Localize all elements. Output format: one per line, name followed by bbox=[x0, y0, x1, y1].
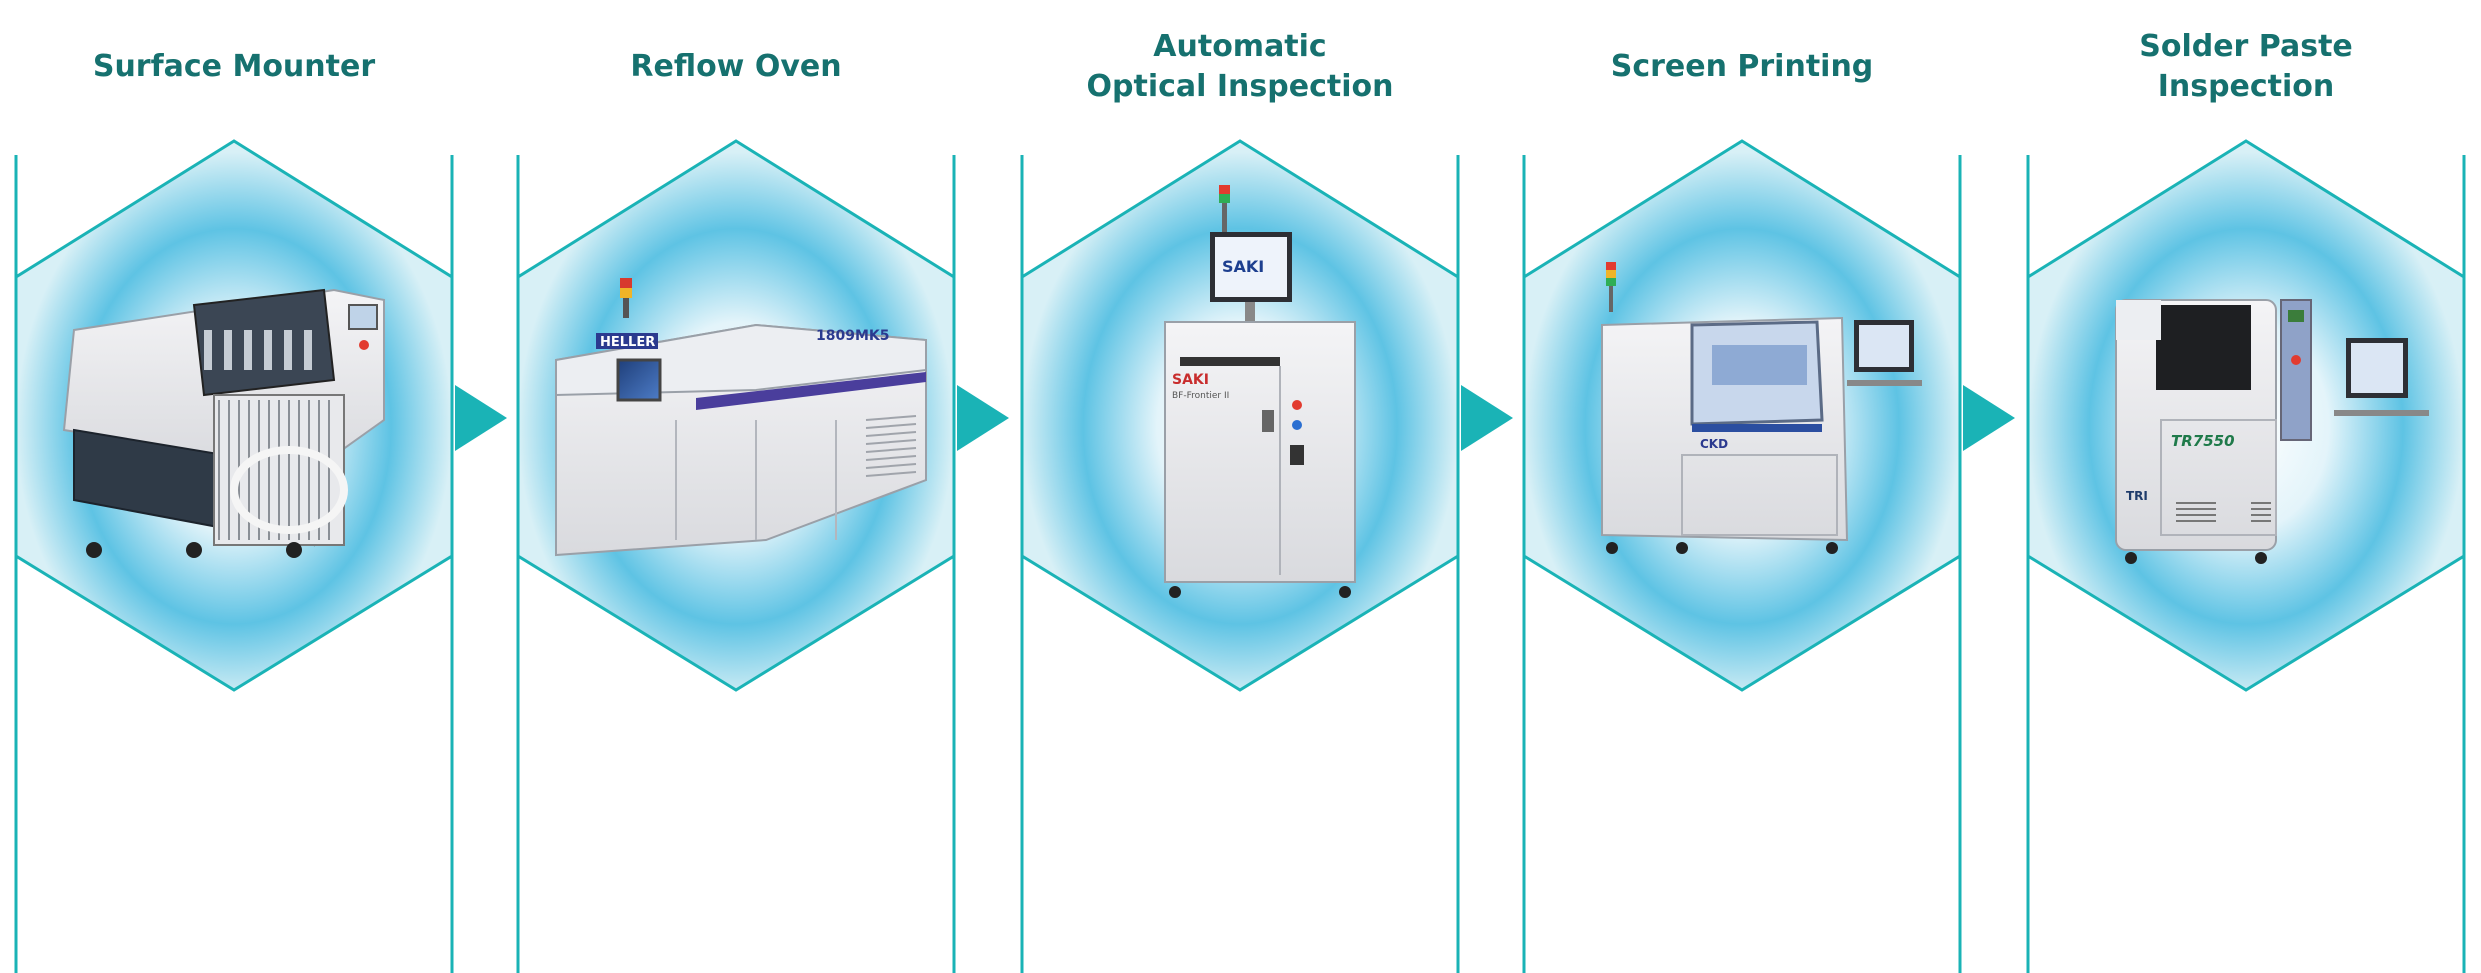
machine-brand-label: HELLER bbox=[600, 335, 655, 350]
step-title-line: Optical Inspection bbox=[1086, 69, 1394, 104]
machine-brand-label: SAKI bbox=[1172, 372, 1209, 388]
surface-mounter-machine-image bbox=[62, 288, 385, 558]
machine-brand-label: CKD bbox=[1700, 437, 1728, 451]
step-title-line: Surface Mounter bbox=[92, 49, 376, 84]
flow-arrow-icon bbox=[1461, 385, 1513, 451]
machine-brand-label: TR7550 bbox=[2171, 432, 2235, 450]
step-title: Screen Printing bbox=[1532, 47, 1952, 87]
machine-brand-label: 1809MK5 bbox=[816, 328, 890, 344]
flow-arrow-icon bbox=[957, 385, 1009, 451]
step-title-line: Reflow Oven bbox=[630, 49, 842, 84]
step-title-line: Automatic bbox=[1153, 29, 1327, 64]
step-title-line: Screen Printing bbox=[1610, 49, 1874, 84]
step-title: Reflow Oven bbox=[526, 47, 946, 87]
machine-brand-label: BF-Frontier II bbox=[1172, 391, 1229, 401]
aoi-machine-image: SAKI SAKI BF-Frontier II bbox=[1164, 185, 1356, 598]
machine-brand-label: SAKI bbox=[1222, 257, 1264, 276]
machine-brand-label: TRI bbox=[2126, 489, 2148, 503]
flow-arrow-icon bbox=[1963, 385, 2015, 451]
screen-printer-machine-image: CKD bbox=[1601, 262, 1922, 554]
step-title-line: Solder Paste bbox=[2139, 29, 2353, 64]
flow-arrow-icon bbox=[455, 385, 507, 451]
reflow-oven-machine-image: HELLER 1809MK5 bbox=[555, 278, 927, 557]
step-title: Surface Mounter bbox=[24, 47, 444, 87]
step-title-line: Inspection bbox=[2157, 69, 2335, 104]
